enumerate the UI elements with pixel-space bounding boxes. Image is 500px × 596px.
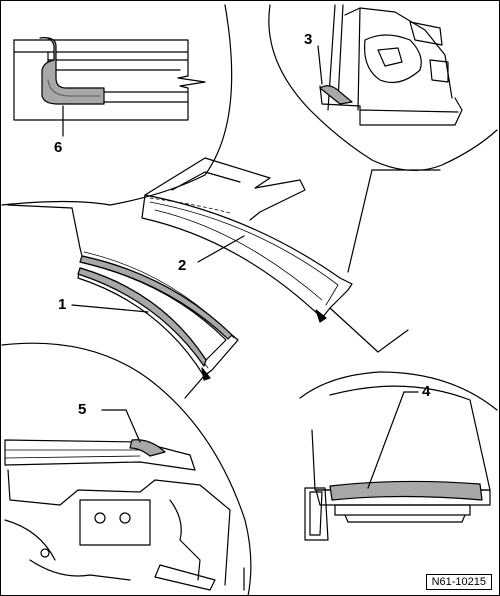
windshield-seal-1 (7, 204, 239, 399)
callout-1: 1 (58, 296, 67, 313)
roof-outline (144, 157, 306, 221)
seal-profile-4 (329, 480, 483, 501)
detail-circle-top-right (268, 4, 498, 172)
callout-6: 6 (54, 139, 63, 156)
callout-2: 2 (178, 257, 187, 274)
figure-id-label: N61-10215 (425, 574, 492, 590)
detail-circle-top-left (1, 4, 233, 206)
detail-circle-bottom-right (299, 371, 498, 541)
callout-5: 5 (78, 401, 87, 418)
seal-profile-3 (319, 85, 353, 105)
callout-3: 3 (304, 31, 313, 48)
seal-profile-5 (129, 439, 166, 457)
callout-4: 4 (422, 383, 431, 400)
roof-seal-2 (141, 169, 441, 353)
seal-profile-6 (39, 37, 105, 105)
windshield-seal-fill (79, 255, 233, 340)
detail-circle-bottom-left (1, 342, 252, 596)
